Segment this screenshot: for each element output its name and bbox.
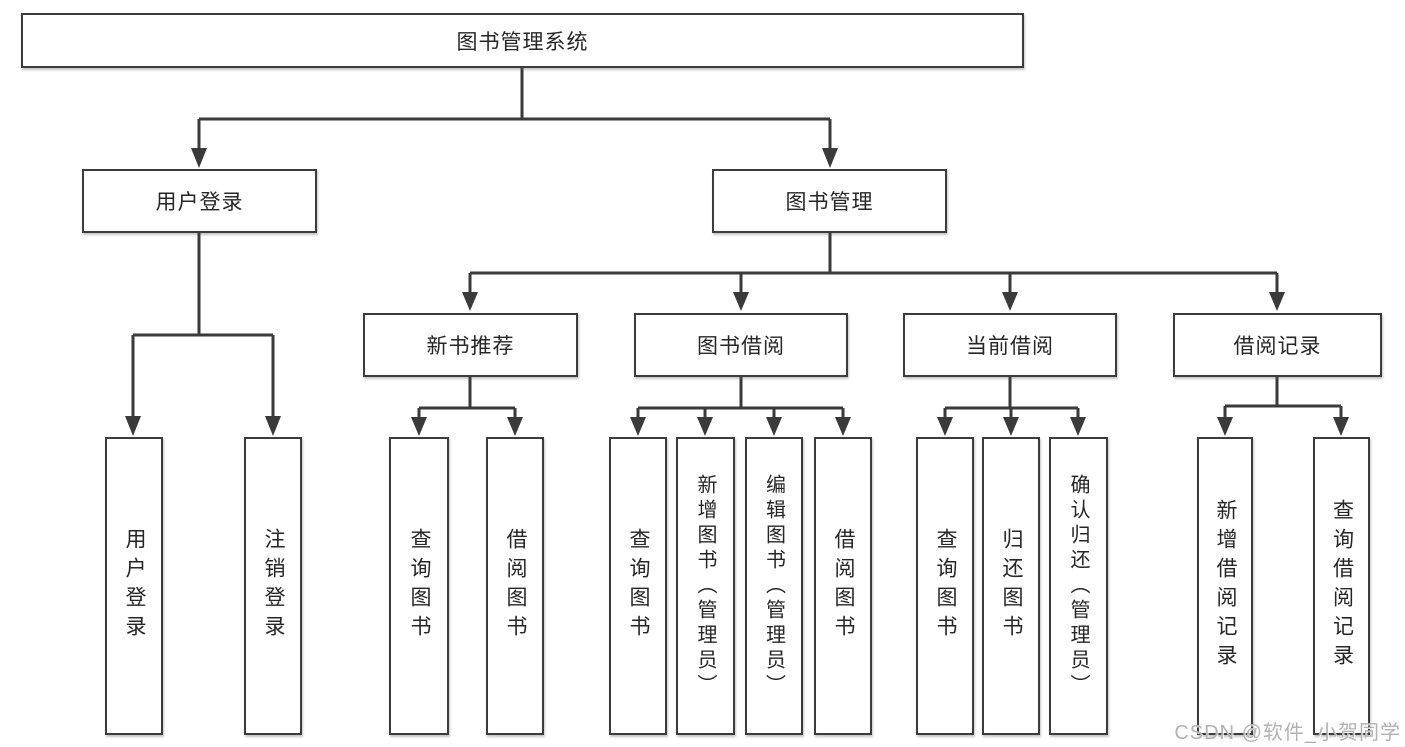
- leaf-query-books-current-label: 查询图书: [934, 528, 957, 644]
- node-current-borrow-label: 当前借阅: [966, 335, 1054, 358]
- node-root-system-label: 图书管理系统: [456, 30, 589, 54]
- node-new-book-recommend: 新书推荐: [363, 313, 578, 377]
- node-current-borrow: 当前借阅: [903, 313, 1117, 377]
- leaf-add-borrow-record: 新增借阅记录: [1197, 437, 1253, 735]
- node-book-borrow: 图书借阅: [634, 313, 848, 377]
- leaf-query-borrow-record: 查询借阅记录: [1313, 437, 1370, 735]
- node-root-system: 图书管理系统: [21, 13, 1024, 68]
- leaf-query-books-borrow-label: 查询图书: [627, 528, 650, 644]
- leaf-borrow-books-borrow-label: 借阅图书: [832, 528, 855, 644]
- node-book-management: 图书管理: [712, 169, 947, 233]
- leaf-query-books-borrow: 查询图书: [609, 437, 667, 735]
- leaf-return-books: 归还图书: [982, 437, 1040, 735]
- leaf-query-books-recommend: 查询图书: [389, 437, 449, 735]
- leaf-add-borrow-record-label: 新增借阅记录: [1214, 499, 1237, 673]
- node-borrow-records-label: 借阅记录: [1233, 335, 1322, 358]
- leaf-borrow-books-borrow: 借阅图书: [814, 437, 872, 735]
- leaf-add-books-admin: 新增图书（管理员）: [676, 437, 735, 735]
- leaf-user-login: 用户登录: [105, 437, 163, 735]
- leaf-edit-books-admin: 编辑图书（管理员）: [745, 437, 803, 735]
- leaf-query-borrow-record-label: 查询借阅记录: [1330, 499, 1354, 673]
- leaf-confirm-return-admin-label: 确认归还（管理员）: [1067, 473, 1089, 699]
- leaf-user-login-label: 用户登录: [123, 528, 146, 644]
- leaf-return-books-label: 归还图书: [1000, 528, 1023, 644]
- node-user-login: 用户登录: [82, 169, 317, 233]
- leaf-confirm-return-admin: 确认归还（管理员）: [1049, 437, 1108, 735]
- node-book-borrow-label: 图书借阅: [697, 335, 785, 358]
- leaf-borrow-books-recommend-label: 借阅图书: [504, 528, 527, 644]
- leaf-logout-login: 注销登录: [244, 437, 302, 735]
- node-borrow-records: 借阅记录: [1173, 313, 1382, 377]
- leaf-borrow-books-recommend: 借阅图书: [486, 437, 544, 735]
- node-user-login-label: 用户登录: [155, 191, 244, 214]
- leaf-query-books-current: 查询图书: [916, 437, 974, 735]
- leaf-logout-login-label: 注销登录: [262, 528, 285, 644]
- leaf-add-books-admin-label: 新增图书（管理员）: [694, 473, 716, 699]
- node-new-book-recommend-label: 新书推荐: [426, 335, 515, 358]
- leaf-query-books-recommend-label: 查询图书: [408, 528, 431, 644]
- arrowheads: [125, 148, 1349, 436]
- leaf-edit-books-admin-label: 编辑图书（管理员）: [762, 473, 785, 699]
- node-book-management-label: 图书管理: [785, 191, 874, 214]
